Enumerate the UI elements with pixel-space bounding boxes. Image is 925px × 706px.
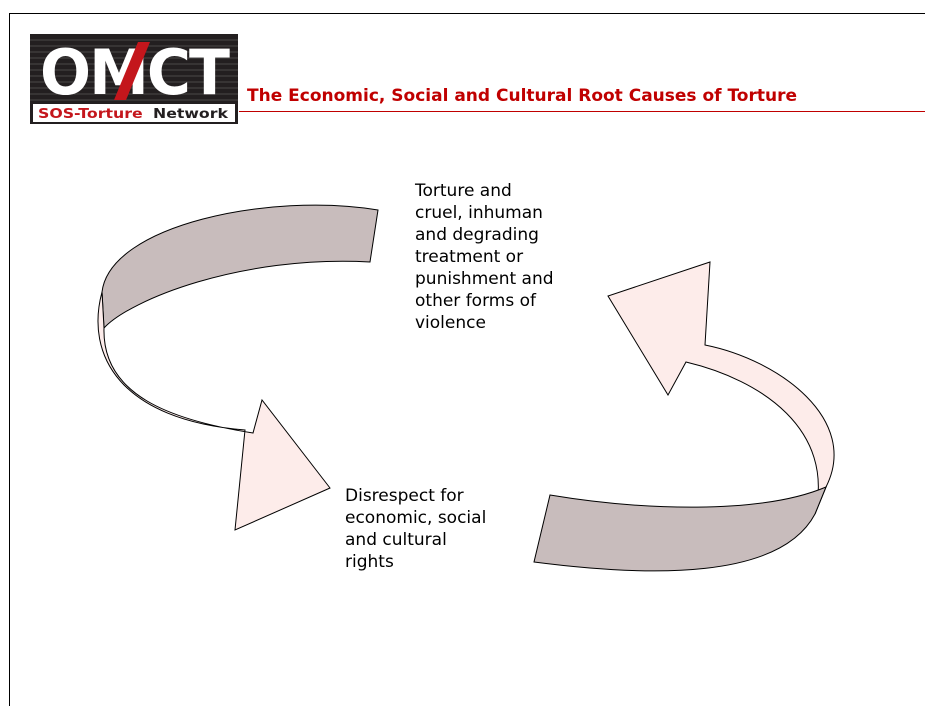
omct-logo: OMCT SOS-Torture Network — [30, 34, 238, 124]
logo-tagline-sos: SOS-Torture — [38, 107, 143, 122]
slide-title: The Economic, Social and Cultural Root C… — [247, 86, 798, 106]
title-underline — [239, 111, 925, 112]
right-arrow-back-band — [533, 486, 827, 572]
node-torture-label: Torture and cruel, inhuman and degrading… — [415, 181, 554, 333]
left-arrow-front-head — [97, 291, 331, 531]
slide-border-top — [9, 13, 925, 14]
slide-border-left — [9, 13, 10, 706]
logo-red-slash — [114, 42, 150, 100]
node-disrespect-label: Disrespect for economic, social and cult… — [345, 486, 487, 572]
svg-text:SOS-Torture Network: SOS-Torture Network — [38, 107, 228, 122]
logo-tagline-network: Network — [153, 107, 228, 122]
right-arrow-front-head — [607, 261, 835, 515]
left-arrow-back-band — [101, 204, 379, 330]
